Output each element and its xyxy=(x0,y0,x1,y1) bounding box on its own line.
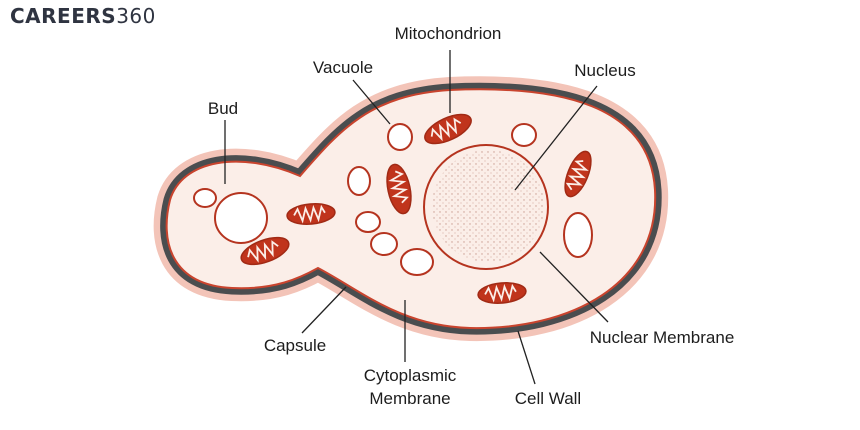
mitochondrion xyxy=(424,113,472,145)
vacuole xyxy=(214,192,268,244)
mitochondrion xyxy=(240,236,290,266)
leader-vacuole xyxy=(352,79,391,125)
vacuole xyxy=(563,212,593,258)
vacuole xyxy=(400,248,434,276)
mitochondrion xyxy=(564,150,592,198)
label-nucleus: Nucleus xyxy=(574,61,635,80)
bud-vacuoles xyxy=(193,188,268,244)
leader-capsule xyxy=(301,286,347,334)
labels: Mitochondrion Vacuole Nucleus Bud Capsul… xyxy=(208,24,734,408)
vacuole xyxy=(370,232,398,256)
nucleoplasm xyxy=(432,150,544,262)
vacuole xyxy=(511,123,537,147)
logo-number: 360 xyxy=(116,4,156,28)
label-membrane: Membrane xyxy=(369,389,450,408)
vacuole xyxy=(387,123,413,151)
mitochondrion xyxy=(386,163,412,215)
label-mitochondrion: Mitochondrion xyxy=(395,24,502,43)
leader-cell-wall xyxy=(517,330,536,385)
label-vacuole: Vacuole xyxy=(313,58,373,77)
logo-brand: CAREERS xyxy=(10,4,117,28)
label-nuclear-membrane: Nuclear Membrane xyxy=(590,328,735,347)
vacuole xyxy=(193,188,217,208)
mitochondrion xyxy=(477,282,527,304)
label-cytoplasmic: Cytoplasmic xyxy=(364,366,457,385)
leader-lines xyxy=(224,50,609,385)
leader-nuclear-membrane xyxy=(539,251,609,323)
nucleus xyxy=(423,144,549,270)
label-capsule: Capsule xyxy=(264,336,326,355)
label-bud: Bud xyxy=(208,99,238,118)
label-cell-wall: Cell Wall xyxy=(515,389,581,408)
mitochondrion xyxy=(286,203,336,225)
vacuole xyxy=(347,166,371,196)
careers360-logo: CAREERS360 xyxy=(10,4,156,28)
leader-nucleus xyxy=(514,85,598,191)
mitochondria xyxy=(240,113,592,304)
vacuole xyxy=(355,211,381,233)
vacuoles xyxy=(347,123,593,276)
